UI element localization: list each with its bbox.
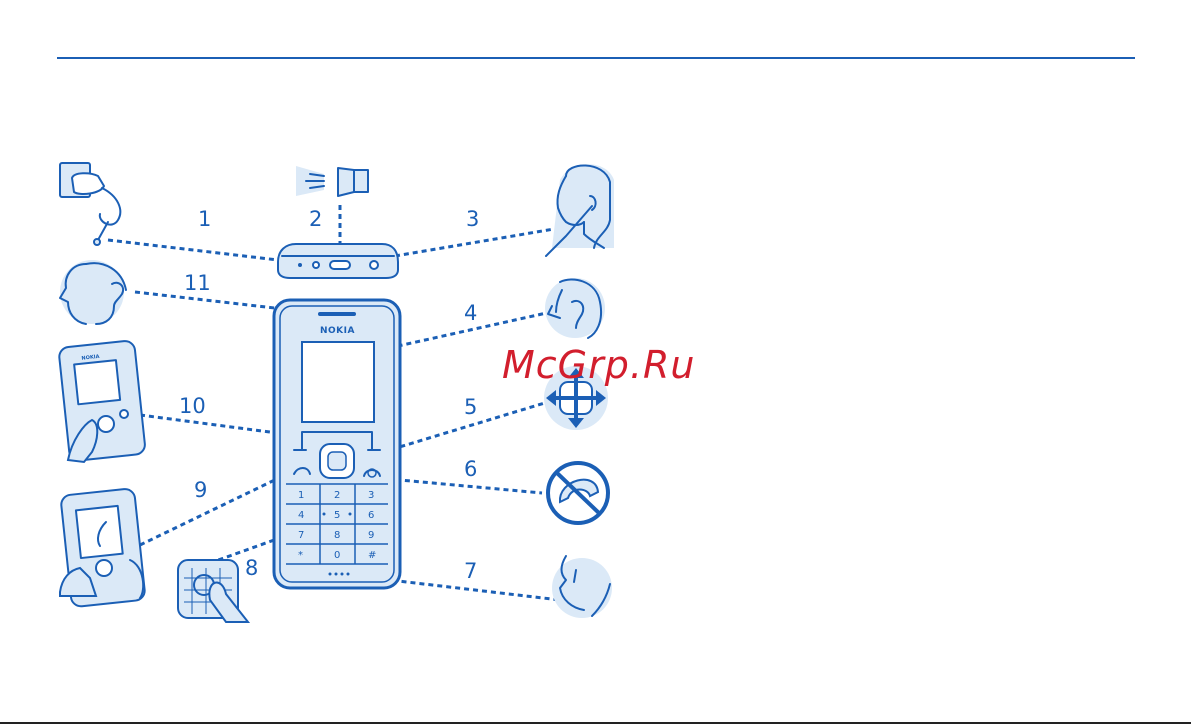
key-3: 3	[368, 490, 374, 501]
key-hash: #	[368, 550, 376, 561]
headset-person-icon	[546, 164, 614, 256]
key-star: *	[298, 550, 303, 561]
callout-11: 11	[184, 271, 211, 295]
selection-keys-icon: NOKIA	[58, 340, 145, 462]
callout-1: 1	[198, 207, 211, 231]
keypad-lock-icon	[178, 560, 248, 622]
callout-7: 7	[464, 559, 477, 583]
key-5: 5	[334, 510, 340, 521]
callout-4: 4	[464, 301, 477, 325]
ear-speaker-icon	[60, 260, 126, 324]
call-key-icon	[60, 488, 146, 607]
key-0: 0	[334, 550, 340, 561]
callout-8: 8	[245, 556, 258, 580]
callout-2: 2	[309, 207, 322, 231]
phone-brand: NOKIA	[320, 326, 355, 336]
callout-5: 5	[464, 395, 477, 419]
flashlight-icon	[296, 166, 368, 196]
callout-3: 3	[466, 207, 479, 231]
callout-6: 6	[464, 457, 477, 481]
phone-top-edge	[278, 244, 398, 278]
key-8: 8	[334, 530, 340, 541]
key-6: 6	[368, 510, 374, 521]
callout-9: 9	[194, 478, 207, 502]
callout-10: 10	[179, 394, 206, 418]
key-9: 9	[368, 530, 374, 541]
key-4: 4	[298, 510, 304, 521]
earpiece-icon	[545, 278, 605, 338]
end-call-icon	[548, 463, 608, 523]
charger-icon	[60, 163, 120, 245]
main-phone: NOKIA 1 2 3 4 5 6 7	[274, 300, 400, 588]
key-1: 1	[298, 490, 304, 501]
key-2: 2	[334, 490, 340, 501]
microphone-icon	[552, 556, 612, 618]
watermark: McGrp.Ru	[502, 343, 695, 387]
key-7: 7	[298, 530, 304, 541]
